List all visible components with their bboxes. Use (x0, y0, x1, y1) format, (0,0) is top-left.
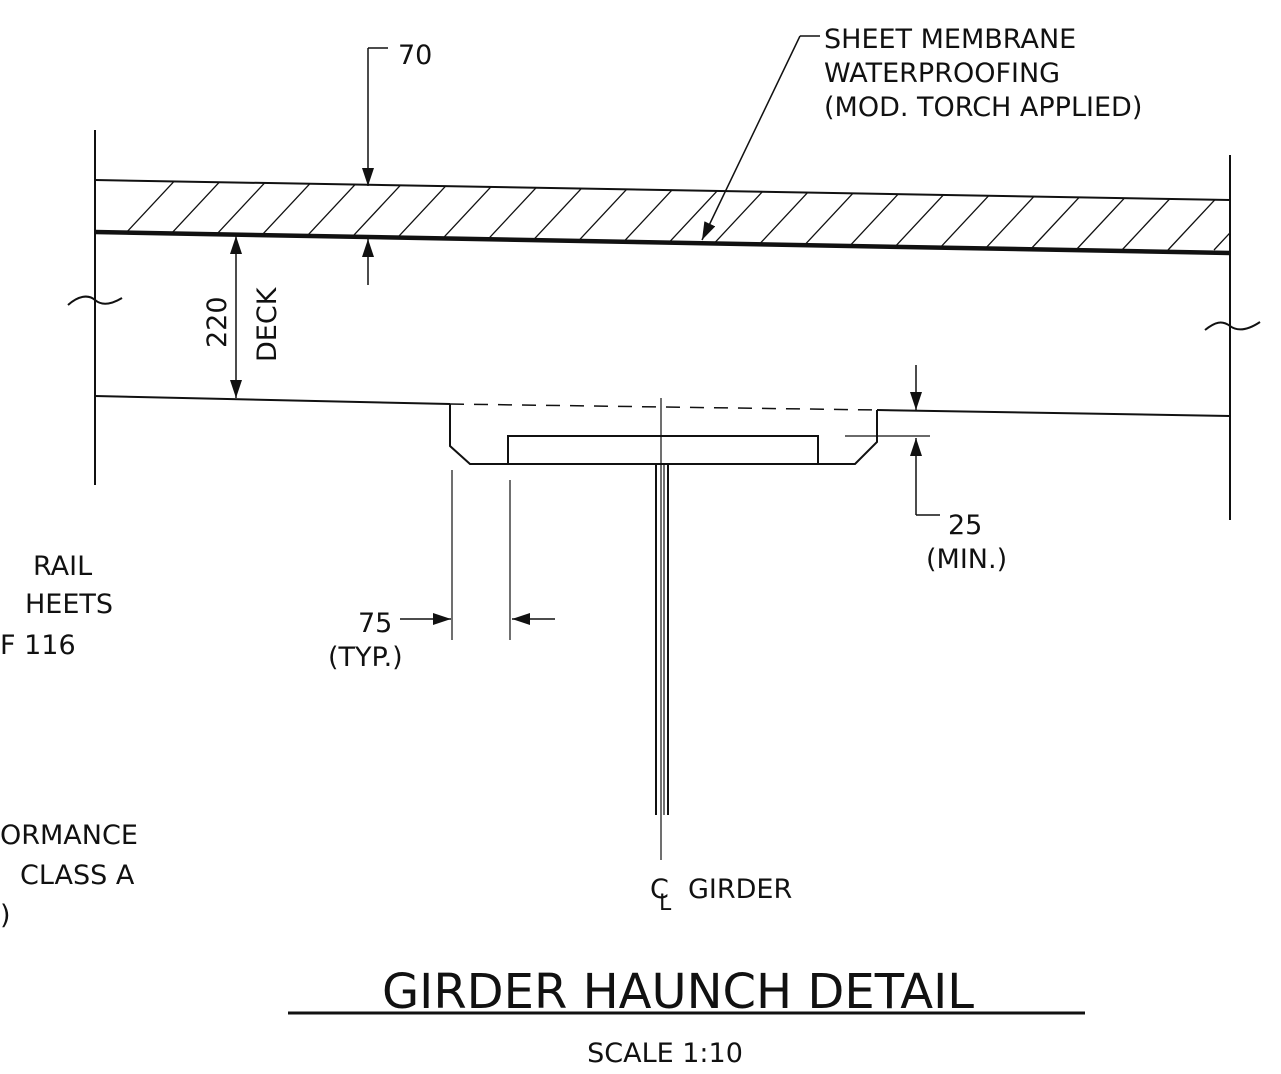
dimension-25-note: (MIN.) (926, 544, 1007, 575)
deck-soffit-left (94, 395, 451, 405)
haunch-outline (449, 404, 878, 465)
left-notes-upper: RAIL HEETS F 116 (0, 551, 113, 661)
hatch-line (1075, 180, 1147, 251)
left-note-upper-2: HEETS (25, 589, 113, 620)
drawing-title: GIRDER HAUNCH DETAIL (382, 964, 974, 1020)
dimension-75-label: 75 (358, 608, 392, 639)
hatch-line (1260, 175, 1281, 250)
hatch-line (1213, 180, 1230, 251)
hatch-line (109, 180, 181, 251)
left-note-upper-1: RAIL (33, 551, 92, 582)
dimension-25: 25 (MIN.) (845, 365, 1007, 575)
dimension-75-note: (TYP.) (328, 642, 403, 673)
left-break-symbol (67, 295, 123, 306)
deck-soffit-right (876, 409, 1231, 417)
hatch-line (201, 180, 273, 251)
hatch-line (247, 180, 319, 251)
left-note-upper-3: F 116 (0, 630, 76, 661)
hatch-line (845, 180, 917, 251)
deck-label: DECK (252, 286, 283, 362)
hatch-line (937, 180, 1009, 251)
hatch-line (1167, 180, 1230, 251)
centerline-symbol-c: C (650, 874, 669, 905)
asphalt-layer (94, 175, 1281, 251)
hatch-line (707, 180, 779, 251)
centerline-symbol-l: L (659, 891, 672, 916)
membrane-line (94, 229, 1231, 256)
hatch-line (891, 180, 963, 251)
drawing-scale: SCALE 1:10 (587, 1038, 743, 1069)
left-note-lower-3: ) (0, 900, 11, 931)
dimension-70-label: 70 (398, 40, 432, 71)
dimension-75: 75 (TYP.) (328, 470, 555, 673)
dimension-25-label: 25 (948, 510, 982, 541)
left-note-lower-1: ORMANCE (0, 820, 138, 851)
hatch-line (1121, 180, 1193, 251)
hatch-line (753, 180, 825, 251)
centerline-girder-label: GIRDER (688, 874, 792, 905)
centerline-label: C L GIRDER (650, 874, 792, 916)
membrane-note-line-3: (MOD. TORCH APPLIED) (824, 92, 1142, 123)
membrane-note-line-1: SHEET MEMBRANE (824, 24, 1076, 55)
membrane-note: SHEET MEMBRANE WATERPROOFING (MOD. TORCH… (701, 24, 1142, 241)
dimension-220: 220 DECK (202, 236, 283, 398)
hatch-line (155, 180, 227, 251)
left-notes-lower: ORMANCE CLASS A ) (0, 820, 138, 931)
left-note-lower-2: CLASS A (20, 860, 135, 891)
deck-soffit-hidden (449, 403, 878, 411)
hatch-line (983, 180, 1055, 251)
hatch-line (661, 180, 733, 251)
hatch-line (799, 180, 871, 251)
dimension-220-label: 220 (202, 296, 233, 348)
dimension-70: 70 (362, 40, 432, 285)
right-break-symbol (1204, 321, 1261, 331)
membrane-note-line-2: WATERPROOFING (824, 58, 1060, 89)
girder-top-flange (507, 435, 819, 465)
hatch-line (1029, 180, 1101, 251)
hatch-line (615, 180, 687, 251)
